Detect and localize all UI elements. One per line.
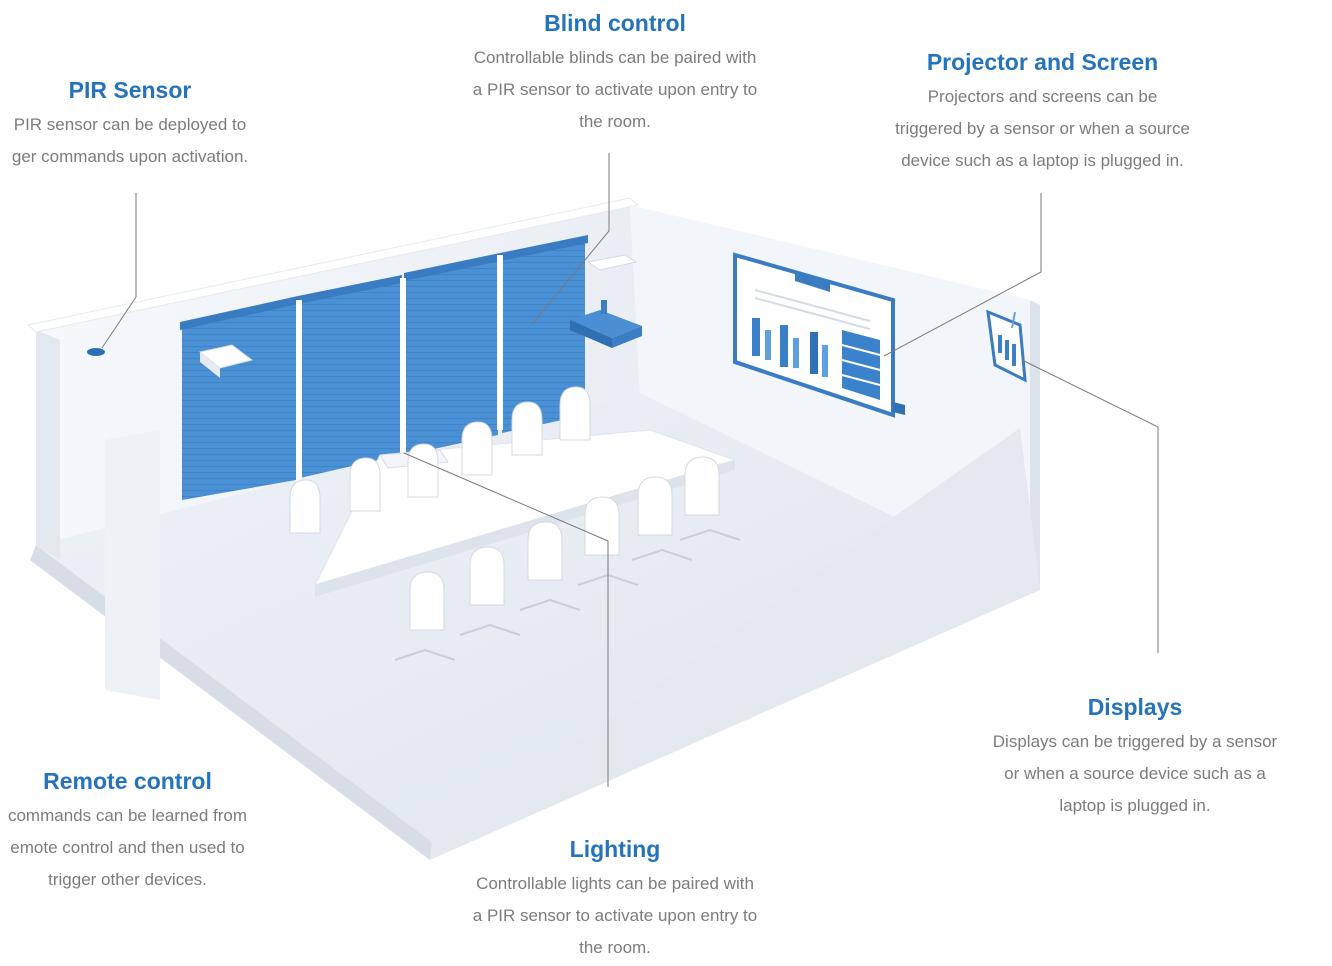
projector-screen-title: Projector and Screen [926,49,1159,75]
ceiling-light [198,344,254,369]
lighting-title: Lighting [569,836,661,862]
lighting-leader-line [403,452,609,787]
blind-control-title: Blind control [544,10,686,36]
projector [570,310,642,338]
pir-sensor-title: PIR Sensor [68,77,192,103]
projector-screen-callout: Projector and Screen Projectors and scre… [855,47,1230,177]
remote-control-callout: Remote control commands can be learned f… [0,766,285,896]
pir-sensor-device [87,348,105,356]
blind-control-description: Controllable blinds can be paired with a… [472,48,758,131]
blind-4 [502,240,585,433]
blind-leader-line [531,153,610,325]
pir-leader-line [101,193,137,349]
projector-leader-line [883,193,1042,357]
blind-2 [300,280,400,478]
displays-description: Displays can be triggered by a sensor or… [992,732,1278,815]
pir-sensor-callout: PIR Sensor PIR sensor can be deployed to… [0,75,300,173]
remote-control-description: commands can be learned from emote contr… [7,806,248,889]
floor [36,393,1020,842]
projector-screen-description: Projectors and screens can be triggered … [895,87,1190,170]
displays-title: Displays [1087,694,1183,720]
lighting-description: Controllable lights can be paired with a… [472,874,758,957]
blind-1 [182,300,296,500]
displays-callout: Displays Displays can be triggered by a … [955,692,1315,822]
displays-leader-line [1021,359,1159,653]
remote-control-title: Remote control [43,768,212,794]
pir-sensor-description: PIR sensor can be deployed to ger comman… [11,115,249,166]
lighting-callout: Lighting Controllable lights can be pair… [430,834,800,964]
blind-3 [406,258,498,455]
blind-control-callout: Blind control Controllable blinds can be… [430,8,800,138]
